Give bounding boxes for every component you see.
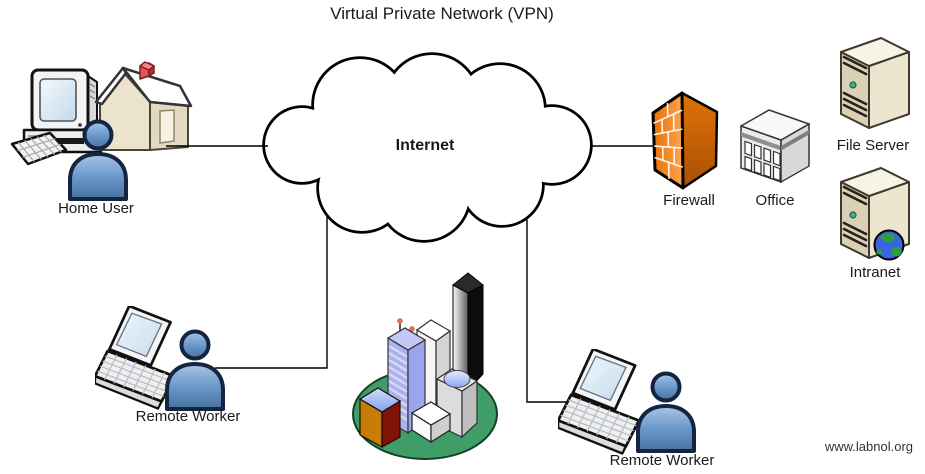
connector-remote-worker-left-internet: [215, 210, 328, 369]
intranet-label: Intranet: [849, 264, 901, 281]
remote-worker-left-label: Remote Worker: [135, 408, 241, 425]
laptop-icon: [558, 349, 641, 455]
small-white-building-icon: [410, 401, 452, 444]
house-icon: [94, 61, 193, 151]
laptop-icon: [95, 306, 176, 410]
keyboard-icon: [10, 131, 68, 166]
orange-building-icon: [358, 387, 402, 449]
globe-icon: [873, 229, 905, 261]
connector-remote-worker-right-internet: [526, 205, 580, 403]
connector-lines: [215, 145, 660, 403]
internet-label: Internet: [395, 137, 455, 154]
black-tower-icon: [452, 272, 484, 392]
desktop-computer-icon: [10, 68, 103, 166]
server-tower-icon: [839, 36, 911, 130]
person-icon: [165, 329, 225, 411]
city-buildings-icon: [352, 272, 498, 460]
remote-worker-right-label: Remote Worker: [609, 452, 715, 469]
office-label: Office: [755, 192, 795, 209]
watermark: www.labnol.org: [824, 439, 913, 454]
file-server-label: File Server: [836, 137, 910, 154]
cloud-icon: [262, 52, 593, 243]
server-tower-globe-icon: [839, 166, 911, 261]
chimney-icon: [139, 61, 155, 80]
page-title: Virtual Private Network (VPN): [330, 4, 554, 23]
firewall-label: Firewall: [663, 192, 715, 209]
home-user-label: Home User: [58, 200, 134, 217]
person-icon: [636, 371, 696, 453]
brick-wall-icon: [651, 91, 719, 190]
office-building-icon: [740, 109, 810, 184]
